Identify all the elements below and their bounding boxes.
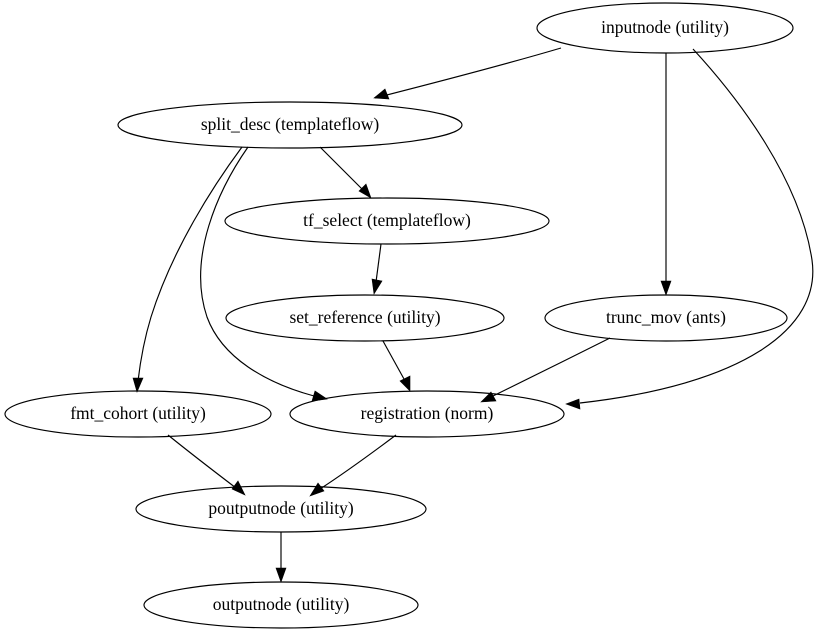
node-inputnode[interactable]: inputnode (utility) [536, 2, 794, 54]
node-tf_select[interactable]: tf_select (templateflow) [224, 197, 550, 245]
node-shape[interactable] [544, 294, 788, 342]
node-label: split_desc (templateflow) [201, 114, 380, 134]
node-shape[interactable] [143, 581, 419, 629]
arrowhead [132, 377, 144, 393]
node-outputnode[interactable]: outputnode (utility) [143, 581, 419, 629]
edge-line [167, 434, 237, 489]
node-label: trunc_mov (ants) [606, 307, 726, 327]
arrowhead [231, 480, 246, 496]
edge-inputnode-to-split_desc [373, 47, 562, 100]
edge-trunc_mov-to-registration [480, 337, 611, 403]
edge-inputnode-to-trunc_mov [660, 53, 672, 296]
arrowhead [275, 567, 287, 583]
edge-line [319, 434, 397, 490]
node-shape[interactable] [117, 101, 463, 149]
arrowhead [480, 391, 497, 403]
arrowhead [399, 375, 411, 392]
edge-line [382, 340, 405, 380]
node-shape[interactable] [224, 197, 550, 245]
node-registration[interactable]: registration (norm) [289, 390, 565, 438]
edge-poutputnode-to-outputnode [275, 532, 287, 583]
arrowhead [309, 482, 325, 497]
edge-tf_select-to-set_reference [371, 243, 383, 295]
node-label: tf_select (templateflow) [303, 210, 471, 230]
node-fmt_cohort[interactable]: fmt_cohort (utility) [4, 390, 272, 438]
node-poutputnode[interactable]: poutputnode (utility) [135, 485, 427, 533]
node-shape[interactable] [289, 390, 565, 438]
edge-line [319, 146, 364, 191]
node-label: poutputnode (utility) [208, 498, 354, 518]
edge-split_desc-to-tf_select [319, 146, 372, 199]
node-label: registration (norm) [361, 403, 494, 423]
node-split_desc[interactable]: split_desc (templateflow) [117, 101, 463, 149]
nodes-layer: inputnode (utility) split_desc (template… [4, 2, 794, 629]
edge-line [579, 48, 814, 404]
arrowhead [660, 280, 672, 296]
edge-set_reference-to-registration [382, 340, 411, 392]
node-label: outputnode (utility) [213, 594, 350, 614]
node-shape[interactable] [225, 294, 505, 342]
edge-line [374, 47, 562, 99]
arrowhead [373, 88, 390, 100]
arrowhead [358, 183, 372, 199]
edge-split_desc-to-fmt_cohort [132, 146, 243, 393]
edges-layer [132, 47, 814, 583]
edge-line [200, 146, 315, 397]
arrowhead [371, 278, 383, 295]
node-shape[interactable] [135, 485, 427, 533]
arrowhead [565, 398, 581, 410]
edge-inputnode-to-registration [565, 48, 814, 410]
node-label: fmt_cohort (utility) [70, 403, 206, 423]
node-trunc_mov[interactable]: trunc_mov (ants) [544, 294, 788, 342]
node-shape[interactable] [536, 2, 794, 54]
node-label: set_reference (utility) [289, 307, 440, 327]
edge-split_desc-to-registration [200, 146, 328, 402]
edge-line [492, 337, 611, 397]
edge-line [137, 146, 243, 382]
edge-line [375, 243, 382, 283]
node-shape[interactable] [4, 390, 272, 438]
edge-fmt_cohort-to-poutputnode [167, 434, 246, 496]
node-label: inputnode (utility) [601, 17, 729, 37]
node-set_reference[interactable]: set_reference (utility) [225, 294, 505, 342]
